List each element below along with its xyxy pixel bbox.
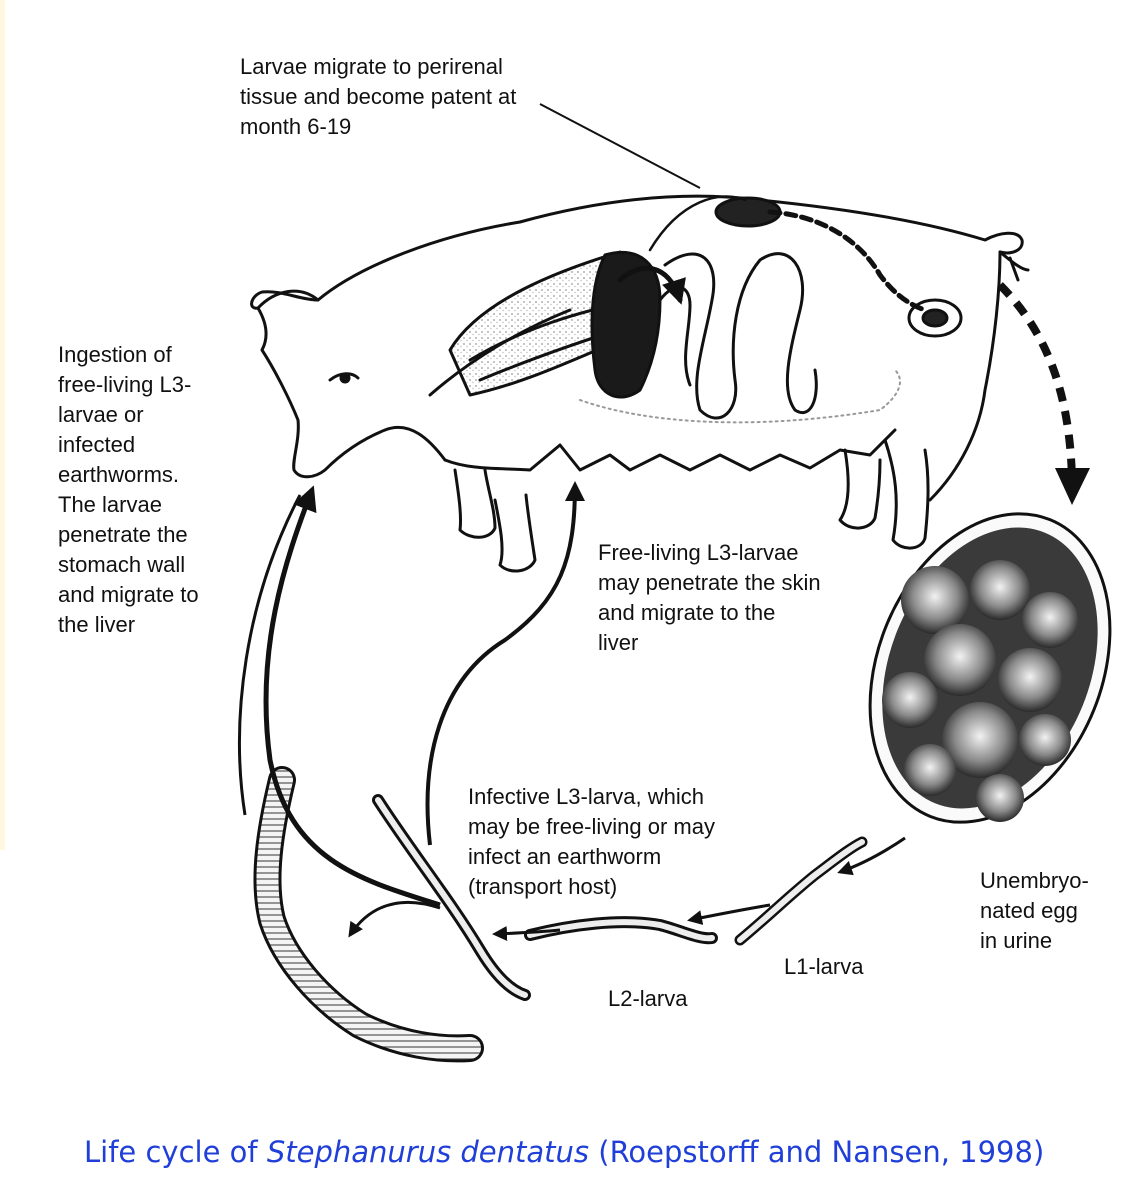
l1-to-l2-arrow [687, 903, 771, 926]
ingestion-arrow-outer [238, 494, 302, 816]
pig-hind-leg-1 [838, 448, 882, 530]
pig-intestines [663, 252, 818, 420]
label-l1-larva: L1-larva [784, 954, 864, 979]
unembryonated-egg [868, 512, 1112, 824]
pig-head-outline [256, 306, 447, 479]
pig-belly [443, 428, 897, 472]
pig-tail [998, 250, 1030, 282]
pig-liver [590, 250, 662, 399]
l1-larva [734, 836, 868, 946]
earthworm-transport-host [253, 766, 484, 1063]
skin-penetration-arrow [425, 481, 585, 846]
perirenal-leader-line [539, 103, 701, 189]
label-perirenal-migration: Larvae migrate to perirenal tissue and b… [240, 54, 517, 139]
urine-excretion-arrow [997, 282, 1076, 481]
caption-prefix: Life cycle of [84, 1135, 267, 1169]
left-edge-strip [0, 0, 5, 850]
pig-front-leg-1 [453, 468, 497, 539]
caption-species: Stephanurus dentatus [266, 1135, 590, 1169]
pig-ear [250, 290, 320, 310]
label-l2-larva: L2-larva [608, 986, 688, 1011]
internal-migration-arrow [617, 265, 686, 305]
pig-back-outline [256, 194, 1024, 502]
ingestion-arrow [263, 485, 441, 908]
pig-front-leg-2 [493, 493, 537, 573]
l2-larva [524, 916, 718, 945]
egg-to-l1-arrow [837, 836, 906, 876]
l3-to-earthworm-arrow [348, 900, 441, 938]
ureter-path [767, 209, 928, 313]
figure-caption: Life cycle of Stephanurus dentatus (Roep… [84, 1134, 1044, 1170]
label-infective-l3: Infective L3-larva, which may be free-li… [468, 784, 715, 899]
label-unembryonated-egg: Unembryo- nated egg in urine [980, 868, 1089, 953]
label-ingestion: Ingestion of free-living L3- larvae or i… [58, 342, 199, 637]
pig-hind-leg-2 [883, 438, 930, 550]
l3-larva [372, 794, 531, 1001]
caption-suffix: (Roepstorff and Nansen, 1998) [589, 1135, 1045, 1169]
pig-illustration [250, 194, 1030, 573]
l2-to-l3-arrow [492, 926, 561, 942]
label-skin-penetration: Free-living L3-larvae may penetrate the … [598, 540, 821, 655]
